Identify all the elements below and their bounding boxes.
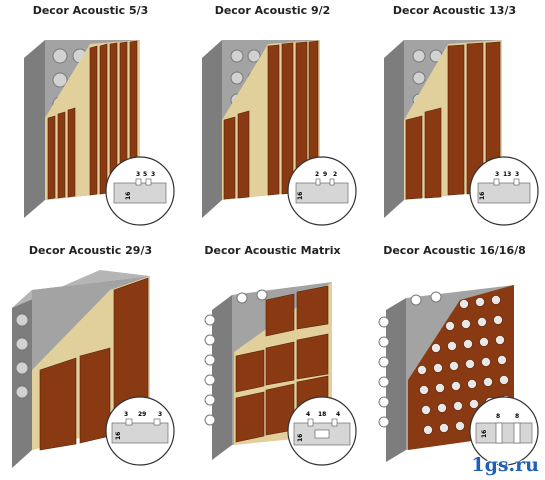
height-label: 16 xyxy=(479,192,486,200)
dim-label: 8 xyxy=(515,413,519,420)
height-label: 16 xyxy=(115,432,122,440)
product-title: Decor Acoustic 5/3 xyxy=(32,4,149,17)
product-panel-9-2: Decor Acoustic 9/2 2 9 2 16 xyxy=(182,0,363,240)
perforation-hole xyxy=(439,423,449,433)
dim-label: 2 xyxy=(315,171,319,178)
perforation-hole xyxy=(491,295,501,305)
perforation-hole xyxy=(417,365,427,375)
perforation-hole xyxy=(493,315,503,325)
perforation-hole xyxy=(465,359,475,369)
perforation-hole xyxy=(455,421,465,431)
dim-label: 5 xyxy=(143,171,147,178)
dim-label: 8 xyxy=(496,413,500,420)
perforation-hole xyxy=(497,355,507,365)
perforation-hole xyxy=(477,317,487,327)
perforation-hole xyxy=(445,321,455,331)
dim-label: 13 xyxy=(503,171,511,178)
dim-label: 18 xyxy=(318,411,326,418)
perforation-hole xyxy=(433,363,443,373)
perforation-hole xyxy=(483,377,493,387)
perforation-hole xyxy=(479,337,489,347)
dim-label: 2 xyxy=(333,171,337,178)
perforation-hole xyxy=(431,343,441,353)
watermark-logo: 1gs.ru xyxy=(471,454,539,476)
perforation-hole xyxy=(499,375,509,385)
perforation-hole xyxy=(423,425,433,435)
dim-label: 3 xyxy=(158,411,162,418)
panel-illustration: 2 9 2 16 xyxy=(202,40,357,226)
product-title: Decor Acoustic 9/2 xyxy=(214,4,331,17)
product-title: Decor Acoustic 13/3 xyxy=(392,4,517,17)
product-panel-matrix: Decor Acoustic Matrix 4 18 4 16 xyxy=(182,240,363,480)
dim-label: 4 xyxy=(336,411,340,418)
perforation-hole xyxy=(451,381,461,391)
height-label: 16 xyxy=(297,192,304,200)
perforation-hole xyxy=(447,341,457,351)
dim-label: 9 xyxy=(323,171,327,178)
dim-label: 3 xyxy=(151,171,155,178)
perforation-hole xyxy=(467,379,477,389)
panel-illustration: 8 8 16 xyxy=(378,285,539,466)
height-label: 16 xyxy=(297,434,304,442)
perforation-hole xyxy=(475,297,485,307)
perforation-hole xyxy=(461,319,471,329)
perforation-hole xyxy=(421,405,431,415)
panel-illustration: 3 13 3 16 xyxy=(384,40,539,226)
dim-label: 29 xyxy=(138,411,146,418)
perforation-hole xyxy=(437,403,447,413)
panel-illustration: 4 18 4 16 xyxy=(204,282,357,466)
dim-label: 3 xyxy=(136,171,140,178)
perforation-hole xyxy=(481,357,491,367)
dim-label: 3 xyxy=(515,171,519,178)
perforation-hole xyxy=(453,401,463,411)
dim-label: 3 xyxy=(124,411,128,418)
panel-illustration: 3 5 3 16 xyxy=(24,40,175,226)
height-label: 16 xyxy=(125,192,132,200)
product-panel-13-3: Decor Acoustic 13/3 3 13 3 16 xyxy=(364,0,545,240)
perforation-hole xyxy=(495,335,505,345)
perforation-hole xyxy=(469,399,479,409)
panel-illustration: 3 29 3 16 xyxy=(12,270,175,468)
perforation-hole xyxy=(463,339,473,349)
dim-label: 3 xyxy=(495,171,499,178)
product-panel-5-3: Decor Acoustic 5/3 3 5 3 16 xyxy=(0,0,181,240)
perforation-hole xyxy=(419,385,429,395)
product-title: Decor Acoustic 16/16/8 xyxy=(383,244,526,257)
product-panel-16-16-8: Decor Acoustic 16/16/8 8 8 16 xyxy=(364,240,545,480)
perforation-hole xyxy=(459,299,469,309)
dim-label: 4 xyxy=(306,411,310,418)
product-title: Decor Acoustic Matrix xyxy=(204,244,341,257)
perforation-hole xyxy=(435,383,445,393)
product-title: Decor Acoustic 29/3 xyxy=(28,244,153,257)
perforation-hole xyxy=(449,361,459,371)
product-panel-29-3: Decor Acoustic 29/3 3 29 3 16 xyxy=(0,240,181,480)
height-label: 16 xyxy=(481,430,488,438)
